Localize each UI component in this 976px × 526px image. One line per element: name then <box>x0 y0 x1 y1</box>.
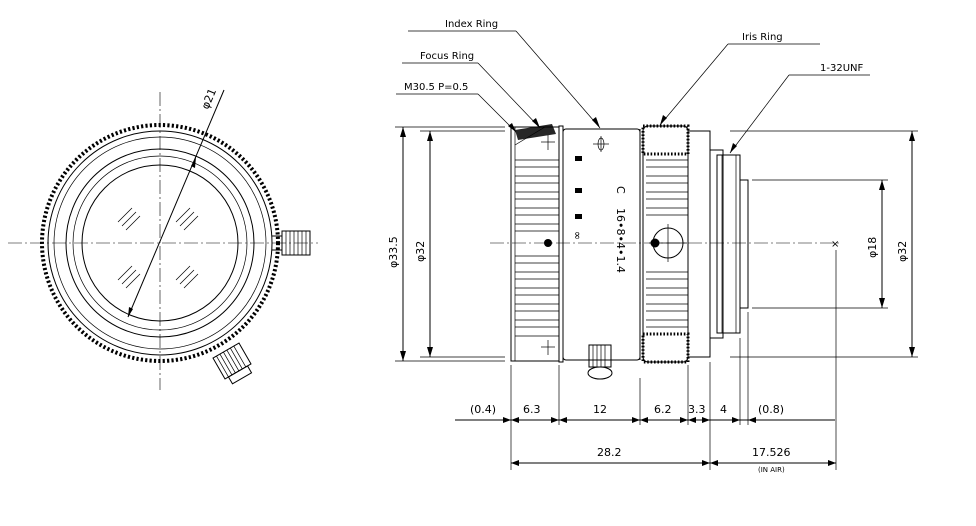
front-ring-circle <box>53 136 267 350</box>
engraving-infinity: ∞ <box>571 231 584 240</box>
dim-segments-row: (0.4) 6.3 12 6.2 3.3 4 (0.8) <box>455 403 835 423</box>
dim-body-dia: φ32 <box>414 131 433 357</box>
callout-index-ring: Index Ring <box>408 19 601 129</box>
engraving-c: C <box>614 186 627 194</box>
index-mark <box>593 136 609 152</box>
seg-1-label: (0.4) <box>470 403 496 416</box>
callout-focus-ring: Focus Ring <box>402 51 541 129</box>
seg-7-label: (0.8) <box>758 403 784 416</box>
index-ring-label: Index Ring <box>445 19 498 30</box>
flange-back-label: 17.526 <box>752 446 791 459</box>
front-knob-angled <box>212 342 253 385</box>
front-knurl-ring <box>40 123 280 363</box>
front-outer-circle <box>47 130 273 356</box>
total-length-label: 28.2 <box>597 446 622 459</box>
thread-m-label: M30.5 P=0.5 <box>404 82 468 93</box>
iris-ring-label: Iris Ring <box>742 32 783 43</box>
flange-note-label: (IN AIR) <box>758 466 785 474</box>
front-dia-arrow-1 <box>128 307 133 317</box>
rear-body <box>687 130 749 358</box>
rear-dia-label: φ18 <box>866 237 879 258</box>
side-knob <box>587 344 613 380</box>
front-view: φ21 <box>8 87 318 390</box>
index-ring-body: C 16•8•4•1.4 ∞ <box>558 125 641 380</box>
front-glass-circle <box>81 164 239 322</box>
front-dia-arrow-2 <box>191 157 196 168</box>
dim-outer-dia: φ33.5 <box>387 127 406 361</box>
seg-5-label: 3.3 <box>688 403 706 416</box>
seg-6-label: 4 <box>720 403 727 416</box>
callout-thread-m: M30.5 P=0.5 <box>396 82 517 133</box>
dim-rear-dia: φ18 <box>866 180 885 308</box>
glass-hatch-marks <box>117 207 199 289</box>
side-view: × <box>387 19 918 474</box>
seg-2-label: 6.3 <box>523 403 541 416</box>
seg-3-label: 12 <box>593 403 607 416</box>
front-bezel-circle <box>65 148 255 338</box>
focus-ring-body <box>510 124 560 362</box>
callout-thread-unf: 1-32UNF <box>729 63 870 154</box>
rear-body-dia-label: φ32 <box>896 241 909 262</box>
callout-iris-ring: Iris Ring <box>659 32 820 126</box>
thread-unf-label: 1-32UNF <box>820 63 863 74</box>
body-dia-label: φ32 <box>414 241 427 262</box>
focus-index-mark-top <box>541 135 555 150</box>
outer-dia-label: φ33.5 <box>387 236 400 268</box>
front-dia-label: φ21 <box>199 87 219 112</box>
engraving-f-scale: 16•8•4•1.4 <box>614 208 627 273</box>
front-bezel-inner-circle <box>72 155 248 331</box>
seg-4-label: 6.2 <box>654 403 672 416</box>
focal-point-mark: × <box>831 239 839 250</box>
dim-rear-body-dia: φ32 <box>896 131 915 357</box>
extension-lines <box>395 126 918 470</box>
front-knob-right <box>272 230 311 256</box>
focus-index-mark-bottom <box>541 340 555 355</box>
iris-ring-body <box>641 124 690 364</box>
front-dia-line <box>127 89 225 318</box>
focus-ring-label: Focus Ring <box>420 51 474 62</box>
dim-total-row: 28.2 17.526 (IN AIR) <box>511 446 836 474</box>
